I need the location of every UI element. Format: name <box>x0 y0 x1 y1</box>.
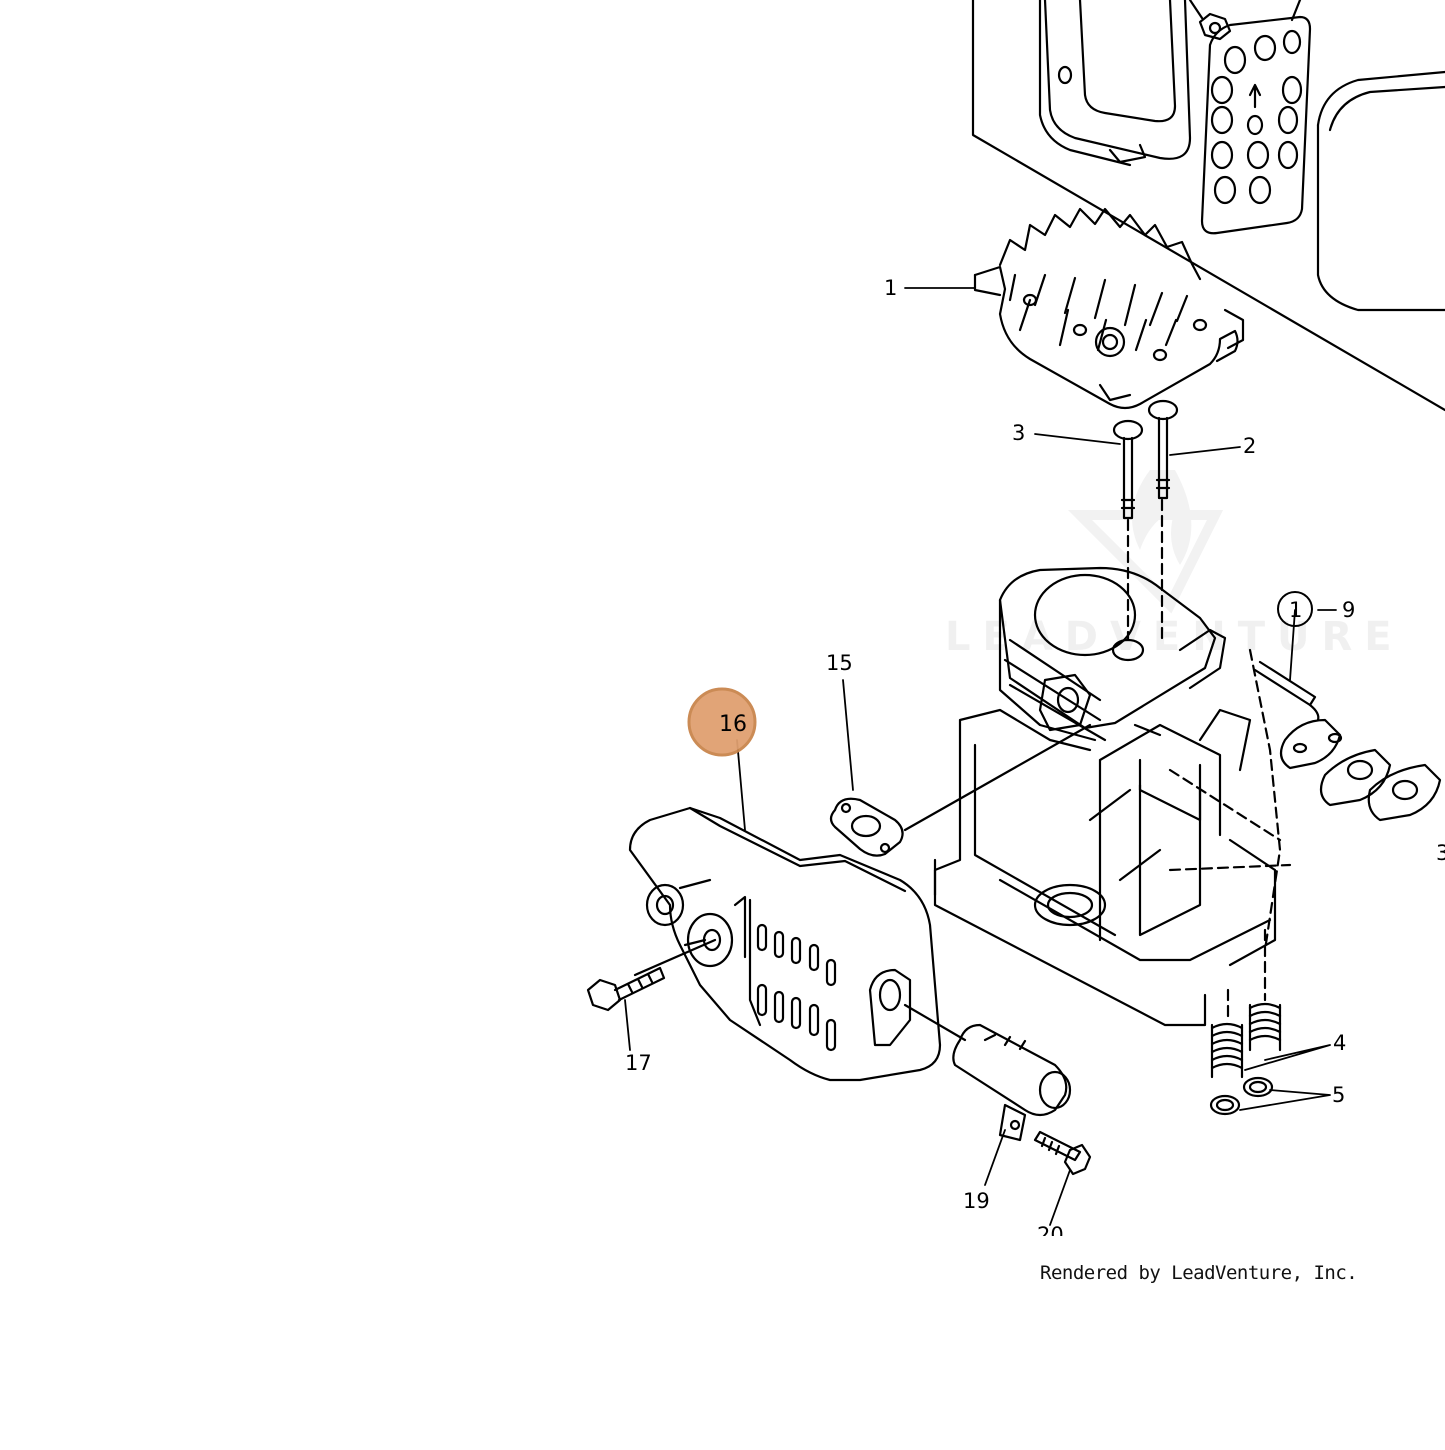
intake-bolt <box>1253 660 1320 722</box>
air-filter-plate <box>1200 15 1312 235</box>
block-detail <box>1133 723 1162 737</box>
cylinder-head <box>973 207 1245 410</box>
outlet-center-line <box>903 1003 967 1042</box>
callout-5[interactable]: 5 <box>1332 1083 1345 1107</box>
air-filter-element <box>1316 70 1445 312</box>
carburetor-gasket <box>1367 763 1442 822</box>
valve-spring-left <box>1210 988 1244 1079</box>
leader-lines <box>624 287 1337 1226</box>
reference-circle <box>1277 591 1313 627</box>
callout-1[interactable]: 1 <box>884 276 897 300</box>
callout-2[interactable]: 2 <box>1243 434 1256 458</box>
callout-9-quantity: 1 <box>1289 598 1302 622</box>
highlight-circle <box>687 687 757 757</box>
clamp-screw <box>1033 1130 1092 1176</box>
callout-19[interactable]: 19 <box>963 1189 990 1213</box>
exhaust-valve <box>1112 419 1144 520</box>
watermark-text: LEADVENTURE <box>945 614 1404 660</box>
render-credit: Rendered by LeadVenture, Inc. <box>1040 1262 1358 1284</box>
valve-spring-right <box>1248 928 1282 1052</box>
exhaust-gasket <box>829 797 904 857</box>
exhaust-center-line <box>903 723 1092 832</box>
bolt-center-line <box>633 938 717 977</box>
callout-15[interactable]: 15 <box>826 651 853 675</box>
intake-valve <box>1147 399 1179 500</box>
pipe-clamp <box>998 1103 1027 1142</box>
valve-retainer-left <box>1209 1094 1241 1116</box>
callout-17[interactable]: 17 <box>625 1051 652 1075</box>
spark-arrestor-pipe <box>952 1023 1072 1117</box>
intake-spacer <box>1319 748 1392 807</box>
cylinder-block <box>933 566 1292 1027</box>
callout-16[interactable]: 16 <box>719 712 747 737</box>
air-cleaner-housing <box>1043 0 1192 164</box>
callout-labels: 1 2 3 4 5 9 1 15 16 17 19 20 3 <box>625 276 1445 1247</box>
crop-mask <box>1030 1236 1080 1250</box>
muffler <box>628 806 942 1082</box>
callout-9[interactable]: 9 <box>1342 598 1355 622</box>
watermark-logo: LEADVENTURE <box>945 470 1404 660</box>
intake-gasket <box>1279 718 1343 770</box>
leader-line <box>1290 0 1302 22</box>
callout-edge: 3 <box>1436 841 1445 865</box>
valve-retainer-right <box>1242 1076 1274 1098</box>
shroud-panel-outline <box>971 0 1445 412</box>
callout-3[interactable]: 3 <box>1012 421 1025 445</box>
nut <box>1188 0 1232 41</box>
callout-4[interactable]: 4 <box>1333 1031 1346 1055</box>
muffler-bolt <box>586 966 666 1012</box>
spring-center-line <box>1248 648 1282 952</box>
